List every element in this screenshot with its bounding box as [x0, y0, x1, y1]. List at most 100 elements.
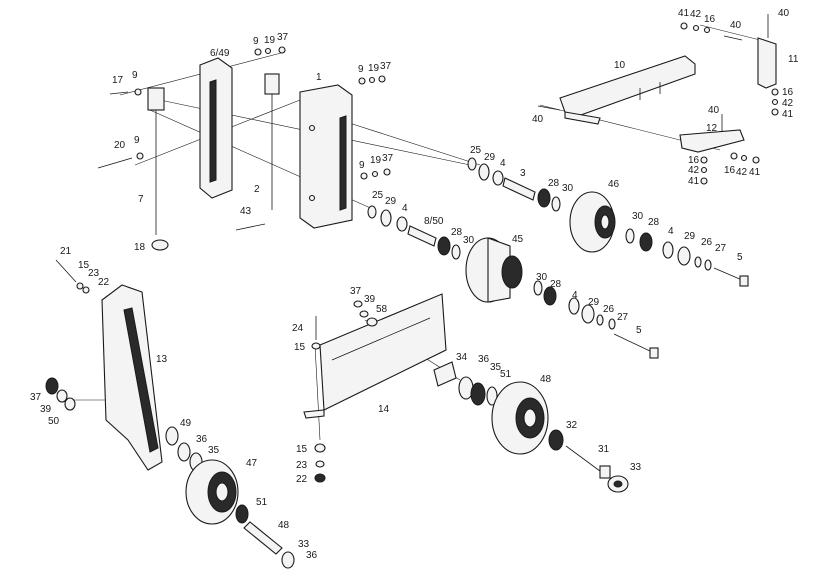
- label-16: 16: [724, 165, 736, 176]
- label-11: 11: [788, 54, 799, 65]
- label-40: 40: [730, 20, 742, 31]
- washers-9-19-37: [254, 46, 391, 180]
- label-5: 5: [737, 252, 743, 263]
- label-30: 30: [536, 272, 548, 283]
- bolt-7: [147, 87, 169, 251]
- label-28: 28: [648, 217, 660, 228]
- label-40: 40: [778, 8, 790, 19]
- label-33: 33: [298, 539, 310, 550]
- label-26: 26: [701, 237, 713, 248]
- label-17: 17: [112, 75, 124, 86]
- label-4: 4: [668, 226, 674, 237]
- label-33: 33: [630, 462, 642, 473]
- label-41: 41: [688, 176, 700, 187]
- label-37: 37: [30, 392, 42, 403]
- label-22: 22: [98, 277, 110, 288]
- label-14: 14: [378, 404, 390, 415]
- washer-stack-25-29-4: [367, 157, 504, 232]
- label-13: 13: [156, 354, 168, 365]
- label-16: 16: [704, 14, 716, 25]
- bolt-21: [55, 259, 90, 294]
- label-32: 32: [566, 420, 578, 431]
- label-3: 3: [520, 168, 526, 179]
- washers-15-23-22: [314, 443, 326, 483]
- spacer-34: [433, 361, 457, 387]
- label-30: 30: [562, 183, 574, 194]
- bearing-51-shaft-48: [235, 504, 295, 569]
- nut-stack-37-39-50: [45, 377, 76, 411]
- bearing-32: [548, 429, 564, 451]
- label-31: 31: [598, 444, 610, 455]
- bolt-43: [235, 223, 266, 231]
- label-29: 29: [385, 196, 397, 207]
- label-7: 7: [138, 194, 144, 205]
- part-labels: 17 9 6/49 9 19 37 1 9 19 37 20 9 7 18 2 …: [30, 8, 799, 561]
- label-34: 34: [456, 352, 468, 363]
- label-19: 19: [368, 63, 380, 74]
- label-36: 36: [478, 354, 490, 365]
- label-30: 30: [632, 211, 644, 222]
- bolt-20: [97, 152, 144, 169]
- label-40: 40: [532, 114, 544, 125]
- label-49: 49: [180, 418, 192, 429]
- roller-47: [185, 459, 239, 525]
- bearing-28-30: [437, 188, 561, 260]
- label-35: 35: [490, 362, 502, 373]
- label-47: 47: [246, 458, 258, 469]
- label-9: 9: [134, 135, 140, 146]
- label-2: 2: [254, 184, 260, 195]
- label-42: 42: [782, 98, 794, 109]
- roller-46: [569, 191, 616, 253]
- label-16: 16: [782, 87, 794, 98]
- label-19: 19: [370, 155, 382, 166]
- bolt-31: [565, 445, 611, 479]
- label-9: 9: [132, 70, 138, 81]
- bearing-30-28-right: [625, 228, 712, 271]
- label-37: 37: [382, 153, 394, 164]
- label-29: 29: [484, 152, 496, 163]
- bracket-13: [101, 284, 163, 471]
- bolt-24: [311, 316, 321, 350]
- label-42: 42: [688, 165, 700, 176]
- label-36: 36: [196, 434, 208, 445]
- roller-48: [491, 381, 549, 455]
- label-45: 45: [512, 234, 524, 245]
- label-15: 15: [296, 444, 308, 455]
- bracket-6-49: [199, 57, 233, 199]
- label-41: 41: [678, 8, 690, 19]
- label-12: 12: [706, 123, 718, 134]
- label-50: 50: [48, 416, 60, 427]
- label-29: 29: [588, 297, 600, 308]
- label-23: 23: [88, 268, 100, 279]
- label-4: 4: [402, 203, 408, 214]
- label-25: 25: [470, 145, 482, 156]
- spacer-49-36-35: [165, 426, 203, 472]
- roller-45: [465, 237, 523, 303]
- label-5: 5: [636, 325, 642, 336]
- bolt-2: [264, 73, 280, 210]
- bracket-11: [757, 14, 777, 89]
- label-6-49: 6/49: [210, 48, 230, 59]
- label-15: 15: [294, 342, 306, 353]
- bearing-36-35-51: [458, 376, 498, 406]
- label-9: 9: [358, 64, 364, 75]
- label-28: 28: [550, 279, 562, 290]
- label-41: 41: [782, 109, 794, 120]
- label-8-50: 8/50: [424, 216, 444, 227]
- label-16: 16: [688, 155, 700, 166]
- shaft-8-50: [407, 225, 437, 247]
- label-9: 9: [359, 160, 365, 171]
- bracket-1: [299, 84, 353, 229]
- label-41: 41: [749, 167, 761, 178]
- label-51: 51: [256, 497, 268, 508]
- label-18: 18: [134, 242, 146, 253]
- label-9: 9: [253, 36, 259, 47]
- label-1: 1: [316, 72, 322, 83]
- washers-37-39-58: [353, 300, 378, 327]
- plate-14: [303, 293, 447, 419]
- label-43: 43: [240, 206, 252, 217]
- label-29: 29: [684, 231, 696, 242]
- label-27: 27: [617, 312, 629, 323]
- label-51: 51: [500, 369, 512, 380]
- label-37: 37: [277, 32, 289, 43]
